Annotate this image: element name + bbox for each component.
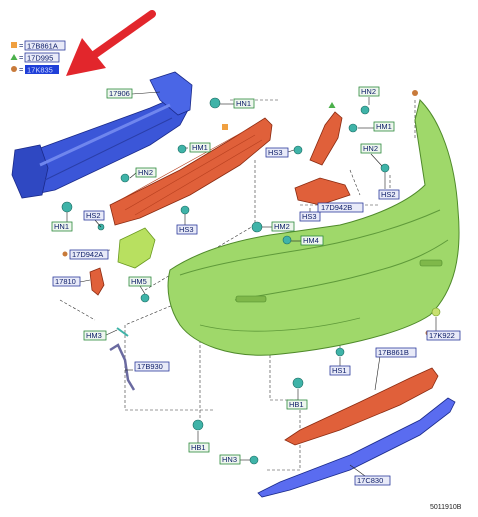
- clip-icon: [140, 293, 150, 303]
- legend-square-icon: [11, 42, 17, 48]
- label-17906: 17906: [109, 89, 130, 98]
- clip-icon: [249, 455, 259, 465]
- label-hm1: HM1: [376, 122, 392, 131]
- clip-icon: [360, 105, 370, 115]
- svg-text:=: =: [19, 65, 24, 74]
- clip-icon: [348, 123, 358, 133]
- clip-icon: [431, 307, 441, 317]
- clip-icon: [292, 377, 304, 389]
- clip-icon: [209, 97, 221, 109]
- clip-icon: [282, 235, 292, 245]
- label-17d942a: 17D942A: [72, 250, 103, 259]
- label-hs3: HS3: [302, 212, 317, 221]
- legend-triangle-marker: [328, 102, 336, 108]
- clips: [61, 90, 441, 465]
- legend-square-marker: [222, 124, 228, 130]
- clip-icon: [380, 163, 390, 173]
- clip-icon: [192, 419, 204, 431]
- left-side-bracket: [117, 227, 156, 269]
- label-hm5: HM5: [131, 277, 147, 286]
- label-17b861b: 17B861B: [378, 348, 409, 357]
- legend-triangle-icon: [10, 54, 18, 60]
- label-hn2: HN2: [361, 87, 376, 96]
- label-hn2: HN2: [363, 144, 378, 153]
- clip-icon: [177, 144, 187, 154]
- legend-circle-marker: [62, 251, 68, 257]
- legend-code-1: 17B861A: [27, 42, 58, 51]
- label-hn1: HN1: [54, 222, 69, 231]
- label-hm4: HM4: [303, 236, 319, 245]
- label-hm3: HM3: [86, 331, 102, 340]
- label-hb1: HB1: [191, 443, 206, 452]
- bumper-cover: [167, 99, 460, 356]
- legend-code-3: 17K835: [27, 66, 53, 75]
- clip-icon: [180, 205, 190, 215]
- legend-circle-icon: [11, 66, 17, 72]
- label-hs3: HS3: [268, 148, 283, 157]
- label-hn3: HN3: [222, 455, 237, 464]
- label-hs3: HS3: [179, 225, 194, 234]
- clip-icon: [61, 201, 73, 213]
- figure-code: 5011910B: [430, 504, 462, 511]
- svg-text:=: =: [19, 53, 24, 62]
- legend-code-2: 17D995: [27, 54, 53, 63]
- label-17k922: 17K922: [429, 331, 455, 340]
- upper-absorber: [109, 117, 273, 226]
- red-arrow-icon: [66, 10, 156, 76]
- label-hn1: HN1: [236, 99, 251, 108]
- label-17d942b: 17D942B: [321, 203, 352, 212]
- label-17b930: 17B930: [137, 362, 163, 371]
- label-hs1: HS1: [332, 366, 347, 375]
- label-hb1: HB1: [289, 400, 304, 409]
- right-upper-bracket: [309, 111, 343, 166]
- labels: 17906 HN1 HN1 HN2 HN2 HN2 HM1 HM1 HS3 HS…: [51, 86, 461, 486]
- label-hn2: HN2: [138, 168, 153, 177]
- label-17c830: 17C830: [357, 476, 383, 485]
- label-17810: 17810: [55, 277, 76, 286]
- right-mid-bracket: [294, 177, 351, 206]
- clip-icon: [120, 173, 130, 183]
- small-red-bracket: [89, 267, 105, 296]
- label-hm1: HM1: [192, 143, 208, 152]
- legend-circle-marker: [412, 90, 418, 96]
- label-hs2: HS2: [86, 211, 101, 220]
- svg-text:=: =: [19, 41, 24, 50]
- lower-absorber: [284, 367, 439, 446]
- reinforcement-beam: [11, 71, 193, 199]
- lower-skid-plate: [257, 397, 456, 498]
- legend-highlight: [25, 65, 59, 74]
- clip-icon: [335, 347, 345, 357]
- label-hs2: HS2: [381, 190, 396, 199]
- clip-icon: [251, 221, 263, 233]
- legend: = 17B861A = 17D995 = 17K835: [10, 40, 66, 75]
- bracket-17b930: [109, 343, 136, 391]
- clip-icon: [293, 145, 303, 155]
- label-hm2: HM2: [274, 222, 290, 231]
